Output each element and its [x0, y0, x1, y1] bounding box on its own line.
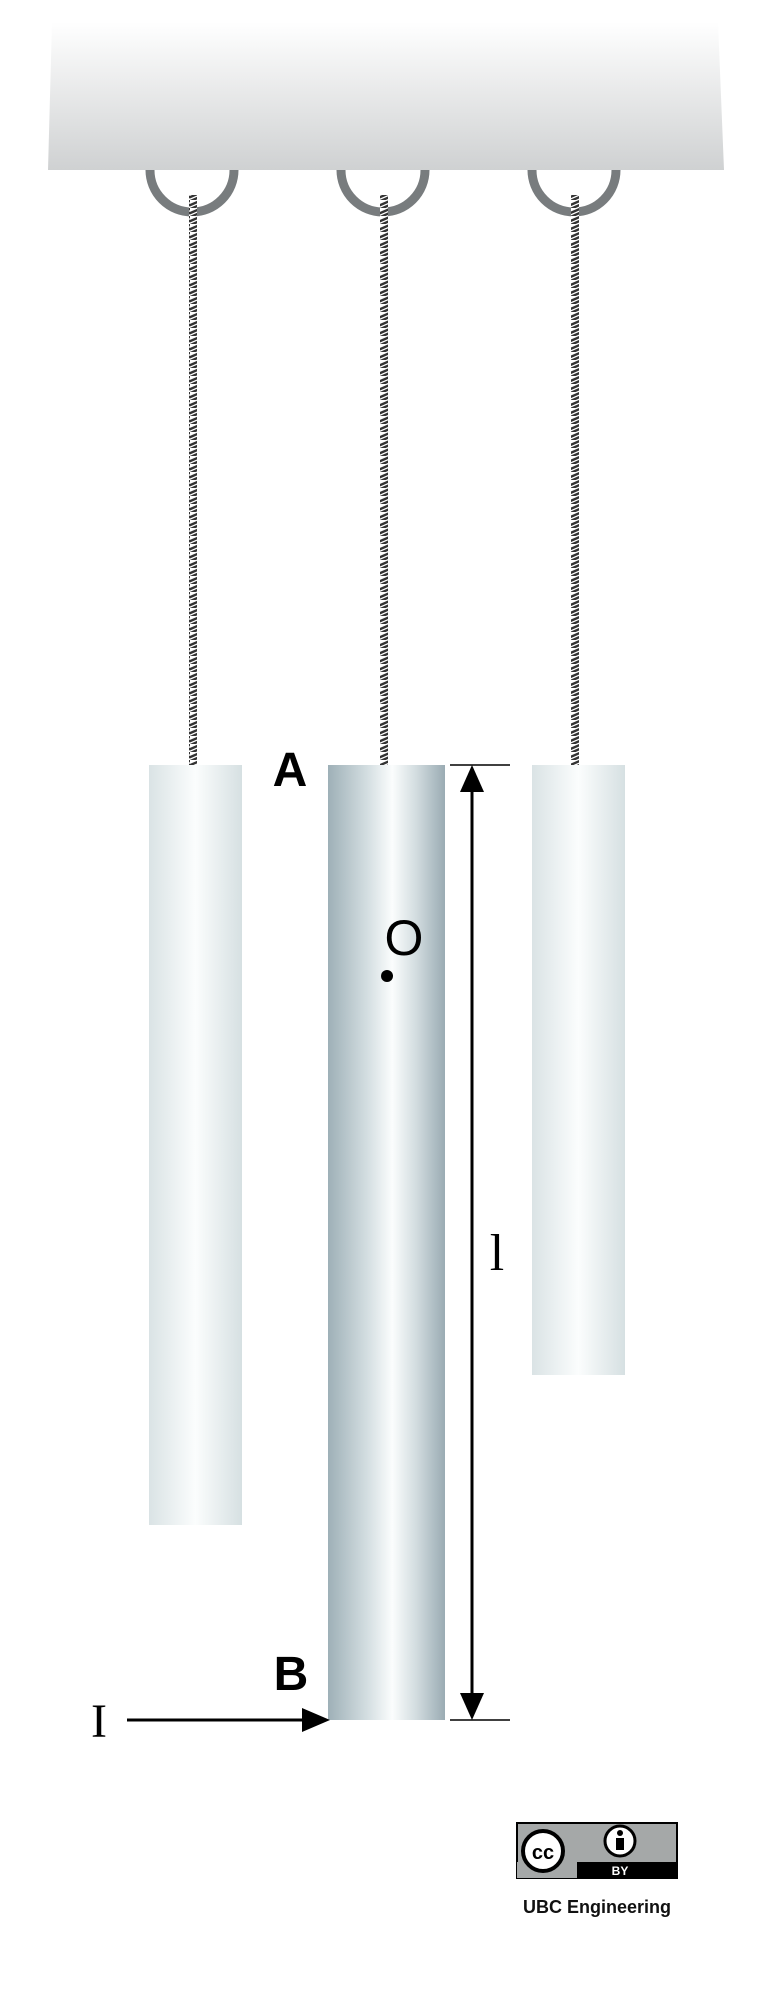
by-badge-text: BY [612, 1864, 629, 1878]
cc-icon [521, 1829, 565, 1873]
rod-right [532, 765, 625, 1375]
rope-left [189, 195, 197, 765]
credit-text: UBC Engineering [523, 1897, 671, 1917]
length-arrowhead-bottom [460, 1693, 484, 1720]
rope-right [571, 195, 579, 765]
label-o: O [385, 910, 424, 966]
length-arrowhead-top [460, 765, 484, 792]
impulse-arrowhead [302, 1708, 330, 1732]
rod-main [328, 765, 445, 1720]
label-a: A [273, 744, 308, 797]
attribution-icon-head [617, 1830, 623, 1836]
center-point [381, 970, 393, 982]
label-length: l [490, 1225, 504, 1282]
ceiling [48, 22, 724, 170]
attribution-icon-body [616, 1838, 624, 1850]
label-b: B [274, 1648, 309, 1701]
label-impulse: I [91, 1695, 107, 1748]
cc-badge-text: cc [532, 1842, 554, 1864]
cc-by-badge: cc BY [516, 1822, 678, 1879]
rope-middle [380, 195, 388, 765]
rod-left [149, 765, 242, 1525]
